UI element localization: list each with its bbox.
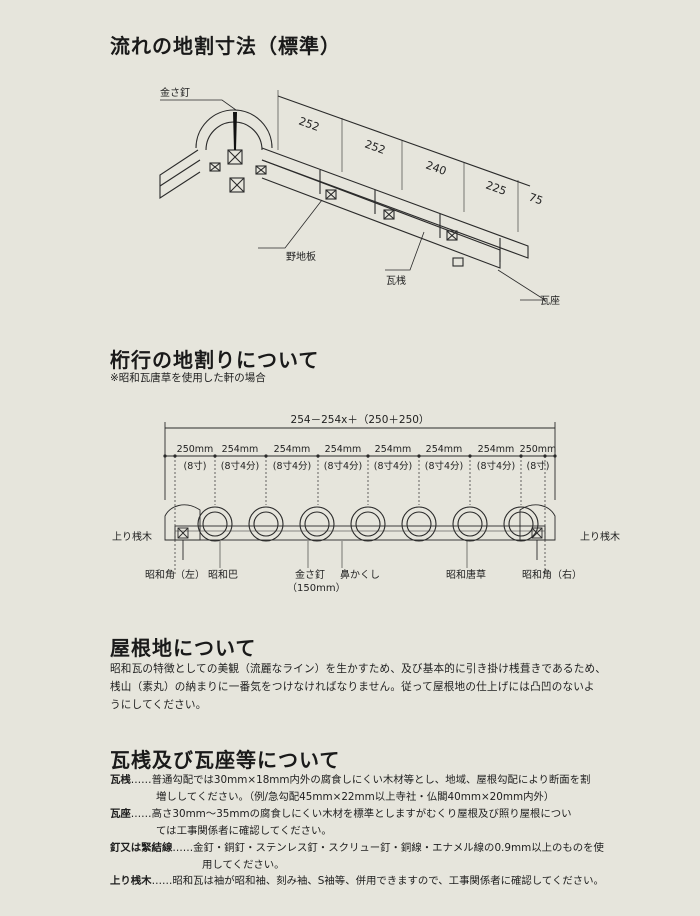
roofbase-line-3: うにしてください。	[110, 699, 207, 711]
roofbase-line-1: 昭和瓦の特徴としての美観（流麗なライン）を生かすため、及び基本的に引き掛け桟葺き…	[110, 663, 607, 675]
label-left-batten: 上り桟木	[112, 530, 152, 543]
dim-mm-2: 254mm	[222, 444, 259, 455]
label-seat: 瓦座	[540, 294, 560, 307]
eaves-formula: 254－254x＋（250＋250）	[291, 414, 430, 426]
spec-item-batten: 瓦桟……普通勾配では30mm×18mm内外の腐食しにくい木材等とし、地域、屋根勾…	[110, 772, 622, 805]
dim-sun-6: (8寸4分)	[425, 460, 464, 472]
spec-lead: ……高さ30mm～35mmの腐食しにくい木材を標準としますがむくり屋根及び照り屋…	[130, 808, 572, 820]
dim-mm-3: 254mm	[274, 444, 311, 455]
roofbase-line-2: 桟山（素丸）の納まりに一番気をつけなければなりません。従って屋根地の仕上げには凸…	[110, 681, 595, 693]
label-board: 野地板	[286, 250, 316, 263]
dim-sun-1: (8寸)	[184, 460, 207, 472]
section-subtitle-eaves: ※昭和瓦唐草を使用した軒の場合	[110, 372, 266, 384]
spec-lead: ……金釘・銅釘・ステンレス釘・スクリュー釘・銅線・エナメル線の0.9mm以上のも…	[172, 842, 604, 854]
label-karakusa: 昭和唐草	[446, 568, 486, 581]
section-title-eaves: 桁行の地割りについて	[110, 348, 320, 372]
dim-mm-8: 250mm	[520, 444, 557, 455]
spec-term: 瓦座	[110, 808, 131, 820]
label-hana: 鼻かくし	[340, 568, 380, 581]
dim-mm-1: 250mm	[177, 444, 214, 455]
dim-mm-7: 254mm	[478, 444, 515, 455]
label-nail-2: 金さ釘	[295, 568, 325, 581]
roofbase-paragraph: 昭和瓦の特徴としての美観（流麗なライン）を生かすため、及び基本的に引き掛け桟葺き…	[110, 660, 620, 714]
dim-sun-5: (8寸4分)	[374, 460, 413, 472]
label-tomoe: 昭和巴	[208, 569, 238, 581]
spec-item-seat: 瓦座……高さ30mm～35mmの腐食しにくい木材を標準としますがむくり屋根及び照…	[110, 806, 622, 839]
dim-5: 75	[527, 191, 545, 208]
label-corner-left: 昭和角（左）	[145, 568, 205, 581]
spec-term: 上り桟木	[110, 875, 152, 887]
spec-cont: ては工事関係者に確認してください。	[156, 824, 332, 837]
dim-sun-3: (8寸4分)	[273, 460, 312, 472]
spec-lead: ……昭和瓦は袖が昭和袖、刻み袖、S袖等、併用できますので、工事関係者に確認してく…	[151, 875, 604, 887]
spec-cont: 用してください。	[202, 858, 285, 871]
dim-mm-6: 254mm	[426, 444, 463, 455]
spec-item-nail: 釘又は緊結線……金釘・銅釘・ステンレス釘・スクリュー釘・銅線・エナメル線の0.9…	[110, 840, 622, 873]
spec-cont: 増ししてください。（例/急勾配45mm×22mm以上寺社・仏閣40mm×20mm…	[156, 790, 555, 803]
dim-sun-4: (8寸4分)	[324, 460, 363, 472]
spec-item-rising-batten: 上り桟木……昭和瓦は袖が昭和袖、刻み袖、S袖等、併用できますので、工事関係者に確…	[110, 873, 622, 890]
dim-mm-4: 254mm	[325, 444, 362, 455]
label-right-batten: 上り桟木	[580, 530, 620, 543]
section-title-flow: 流れの地割寸法（標準）	[110, 34, 341, 58]
dim-sun-2: (8寸4分)	[221, 460, 260, 472]
dim-sun-8: (8寸)	[527, 460, 550, 472]
label-batten: 瓦桟	[386, 274, 406, 287]
dim-mm-5: 254mm	[375, 444, 412, 455]
label-nail: 金さ釘	[160, 86, 190, 99]
section-title-battens: 瓦桟及び瓦座等について	[110, 748, 341, 772]
spec-lead: ……普通勾配では30mm×18mm内外の腐食しにくい木材等とし、地域、屋根勾配に…	[130, 774, 591, 786]
label-nail-size: （150mm）	[287, 582, 346, 594]
section-title-roofbase: 屋根地について	[110, 636, 257, 660]
spec-term: 瓦桟	[110, 774, 131, 786]
dim-sun-7: (8寸4分)	[477, 460, 516, 472]
label-corner-right: 昭和角（右）	[522, 568, 582, 581]
spec-term: 釘又は緊結線	[110, 842, 173, 854]
